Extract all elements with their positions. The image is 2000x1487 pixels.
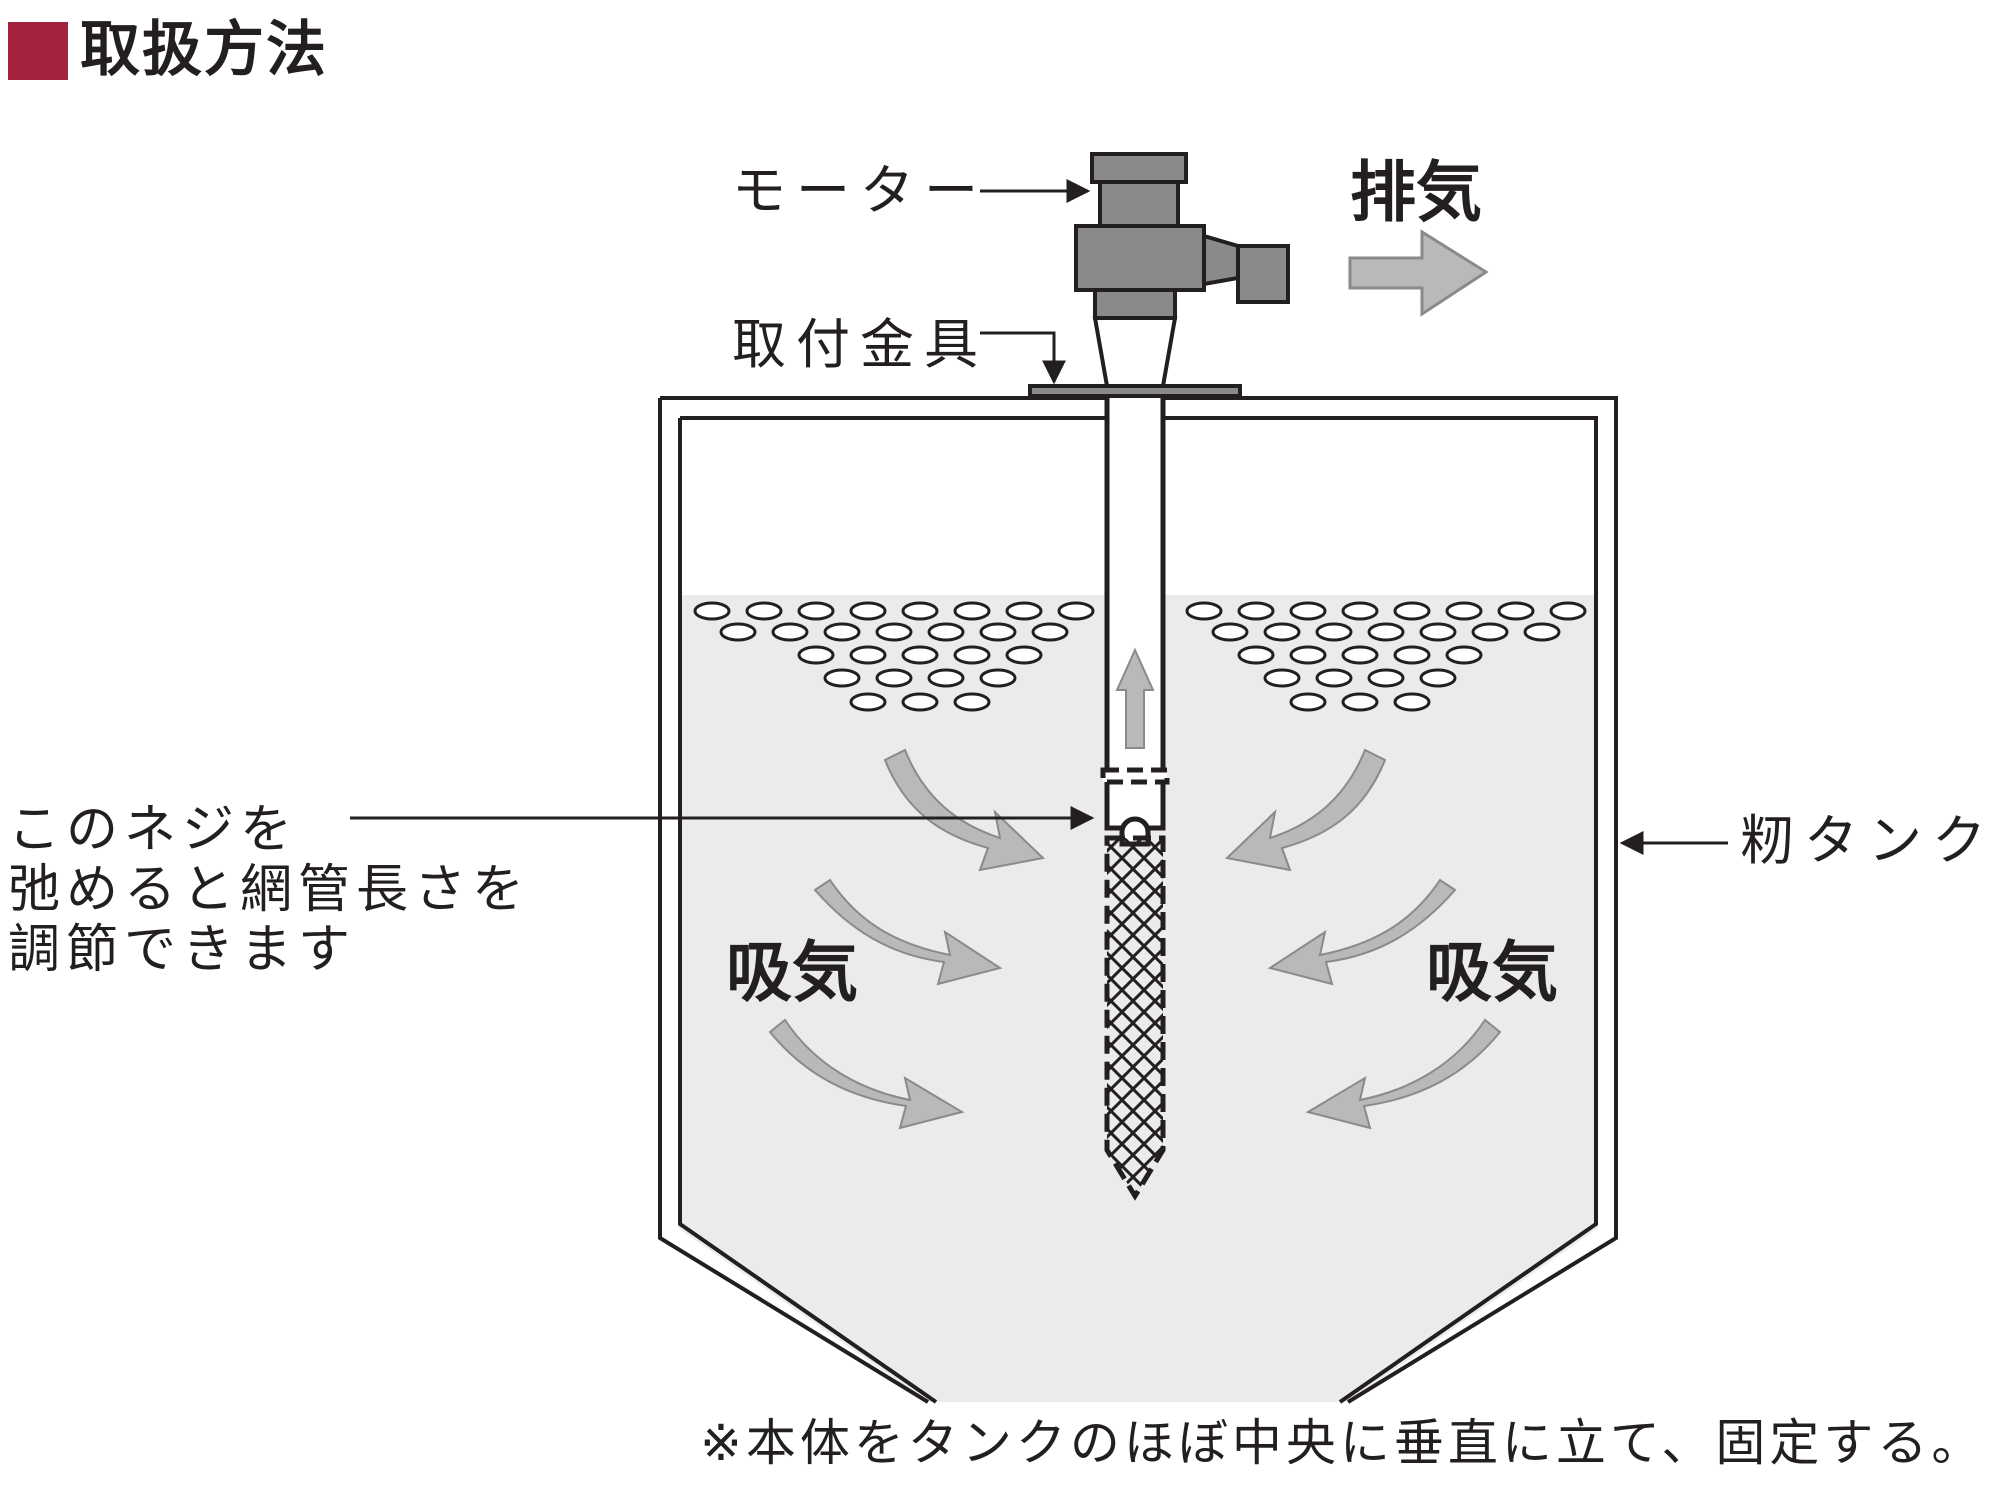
footnote: ※本体をタンクのほぼ中央に垂直に立て、固定する。 <box>700 1414 1986 1472</box>
exhaust-label: 排気 <box>1350 154 1482 231</box>
exhaust-arrow-icon <box>1348 229 1489 317</box>
tank-label: 籾タンク <box>1740 809 1996 872</box>
motor-label: モーター <box>732 159 988 222</box>
grain-pile-right <box>1185 601 1587 712</box>
leader-lines <box>350 179 1728 855</box>
intake-label-right: 吸気 <box>1426 934 1558 1011</box>
bracket-label: 取付金具 <box>732 313 988 376</box>
intake-label-left: 吸気 <box>726 934 858 1011</box>
screw-note-line-3: 調節できます <box>8 920 357 980</box>
up-arrow-icon <box>1115 647 1155 749</box>
screw-note-line-2: 弛めると網管長さを <box>8 860 531 920</box>
mesh-pipe <box>1104 835 1166 1201</box>
page-title: 取扱方法 <box>80 15 328 85</box>
suction-pipe <box>1100 377 1170 847</box>
screw-adjust-note: このネジを 弛めると網管長さを 調節できます <box>8 800 530 980</box>
screw-note-line-1: このネジを <box>8 800 299 860</box>
mounting-bracket <box>1028 316 1242 398</box>
motor <box>1074 152 1290 320</box>
grain-pile-left <box>693 601 1095 712</box>
intake-arrow-icon <box>768 748 1502 1130</box>
title-square-icon <box>8 22 68 80</box>
